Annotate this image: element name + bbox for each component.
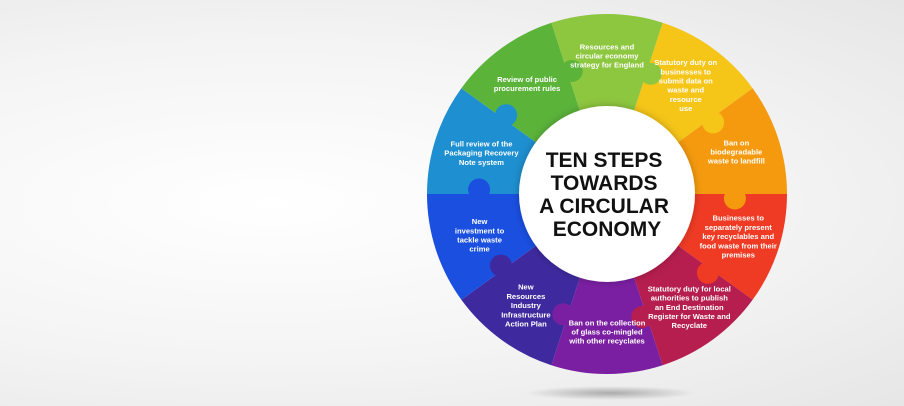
segment-8-line-1: Full review of the: [450, 140, 512, 149]
wheel-segment-5: [551, 260, 663, 375]
center-title-line-2: TOWARDS: [551, 172, 658, 195]
segment-1-line-4: waste and: [666, 86, 704, 95]
segment-5-line-1: Ban on the collection: [569, 318, 646, 327]
puzzle-tab-1: [702, 111, 725, 134]
segment-4-line-4: Register for Waste and: [648, 312, 731, 321]
segment-3-line-5: premises: [722, 251, 755, 260]
ground-shadow: [525, 386, 695, 400]
puzzle-tab-10: [639, 62, 662, 85]
segment-3-line-4: food waste from their: [700, 241, 777, 250]
segment-4-line-2: authorities to publish: [651, 294, 729, 303]
segment-6-line-5: Action Plan: [505, 320, 547, 329]
segment-8-line-3: Note system: [459, 158, 504, 167]
wheel-segment-6: [461, 235, 586, 366]
segment-6-line-3: Industry: [511, 301, 542, 310]
segment-2-line-3: waste to landfill: [707, 157, 765, 166]
segment-5-line-2: of glass co-mingled: [571, 328, 643, 337]
puzzle-tab-2: [723, 187, 746, 210]
center-title-line-1: TEN STEPS: [546, 149, 663, 172]
segment-7-line-4: crime: [469, 245, 489, 254]
segment-4-line-5: Recyclate: [672, 321, 707, 330]
segment-1-line-3: submit data on: [659, 76, 713, 85]
center-title-line-4: ECONOMY: [553, 218, 662, 241]
segment-1-line-6: use: [679, 104, 692, 113]
puzzle-tab-8: [495, 104, 518, 127]
puzzle-tab-9: [560, 59, 583, 82]
puzzle-tab-3: [696, 261, 719, 284]
segment-7-line-3: tackle waste: [457, 236, 502, 245]
wheel-segment-8: [427, 88, 551, 194]
segment-10-line-2: circular economy: [576, 52, 640, 61]
wheel-segment-4: [628, 235, 753, 366]
segment-6-line-2: Resources: [506, 292, 545, 301]
segment-1-line-5: resource: [670, 95, 702, 104]
segment-3-line-1: Businesses to: [712, 214, 764, 223]
segment-7-line-2: investment to: [455, 226, 505, 235]
segment-1-line-2: businesses to: [660, 67, 711, 76]
segment-9-line-2: procurement rules: [494, 84, 561, 93]
puzzle-tab-4: [631, 306, 654, 329]
segment-6-line-1: New: [518, 283, 534, 292]
segment-4-line-3: an End Destination: [655, 303, 724, 312]
segment-3-line-2: separately present: [705, 223, 773, 232]
puzzle-tab-6: [489, 254, 512, 277]
segment-9-line-1: Review of public: [497, 75, 557, 84]
center-title: TEN STEPS TOWARDS A CIRCULAR ECONOMY: [539, 149, 675, 241]
segment-10-line-1: Resources and: [580, 42, 635, 51]
segment-1-line-1: Statutory duty on: [654, 58, 717, 67]
segment-8-line-2: Packaging Recovery: [444, 149, 519, 158]
segment-5-line-3: with other recyclates: [568, 337, 645, 346]
center-title-line-3: A CIRCULAR: [539, 195, 669, 218]
wheel-segment-10: [551, 14, 663, 128]
wheel-segment-9: [461, 22, 586, 153]
puzzle-tab-7: [468, 178, 491, 201]
segment-4-line-1: Statutory duty for local: [648, 284, 731, 293]
center-disc: [519, 106, 695, 282]
segment-3-line-3: key recyclables and: [702, 232, 774, 241]
segment-6-line-4: Infrastructure: [501, 310, 550, 319]
segment-10-line-3: strategy for England: [570, 61, 644, 70]
puzzle-tab-5: [552, 303, 575, 326]
segment-2-line-2: biodegradable: [710, 147, 762, 156]
segment-7-line-1: New: [472, 217, 488, 226]
wheel-segment-1: [628, 22, 753, 153]
wheel-segment-2: [663, 88, 787, 194]
wheel-segment-3: [663, 194, 787, 300]
segment-2-line-1: Ban on: [723, 138, 749, 147]
wheel-segment-7: [427, 194, 551, 300]
